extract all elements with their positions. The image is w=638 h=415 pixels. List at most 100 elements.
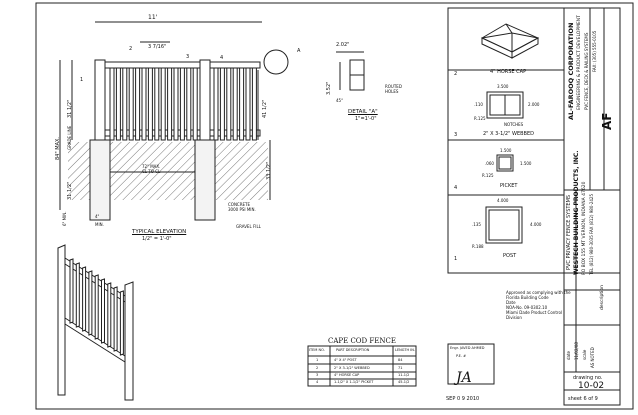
engineer-stamp: SEP 0 9 2010 [446, 396, 480, 402]
part-3-note: NOTCHES [504, 122, 524, 127]
sheet-no: sheet 6 of 9 [568, 396, 598, 402]
date-label: date [566, 350, 571, 360]
company-address: PVC FENCE, DECK & RAILING SYSTEMS [584, 32, 589, 110]
callout-3: 3 [186, 54, 190, 60]
part-4-name: PICKET [500, 183, 518, 189]
picket [128, 67, 134, 141]
typical-elevation [59, 21, 289, 221]
picket [226, 67, 232, 141]
detail-a-d1: 2.02" [336, 42, 350, 48]
client-name: WESTECH BUILDING PRODUCTS, INC. [573, 150, 580, 275]
dim-post-height: 31 1/2" [67, 99, 73, 118]
detail-a-scale: 1"=1'-0" [355, 116, 377, 122]
iso-picket [94, 274, 99, 340]
part-3-name: 2" X 3-1/2" WEBBED [483, 131, 534, 137]
bom-cell: 2 [316, 366, 319, 370]
part-2-name: 4" HORSE CAP [490, 69, 527, 75]
label-gravel: GRAVEL FILL [236, 224, 261, 229]
part-3-dim-3: .110 [474, 102, 483, 107]
part-1-dim-4: R.188 [472, 244, 484, 249]
webbed-rail-drawing [486, 91, 524, 119]
approval-line-6: Division [506, 315, 522, 320]
client-tel: TEL (812) 980-3035 FAX (812) 980-2425 [589, 194, 594, 275]
drawing-no-label: drawing no. [573, 375, 603, 381]
part-1-dim-3: 4.000 [530, 222, 542, 227]
dim-picket-spacing: 3 7/16" [148, 44, 167, 50]
callout-4: 4 [220, 55, 224, 61]
bom-cell: 2" X 3-1/2" WEBBED [334, 366, 370, 370]
approval-line-5: Miami Dade Product Control [506, 310, 563, 315]
picket [147, 67, 153, 141]
picket [154, 67, 160, 141]
part-1-dim-1: 4.000 [497, 198, 509, 203]
dim-embed: 31 1/2" [67, 181, 73, 200]
part-4-num: 4 [454, 185, 458, 191]
picket [167, 67, 173, 141]
company-fax: FAX: (305) 555-0105 [592, 30, 597, 72]
label-grade-line: GRADE LINE [67, 125, 72, 150]
bom-cell: 4" X 4" POST [334, 358, 357, 362]
approval-line-4: NOA-No. 09-0302.10 [506, 305, 548, 310]
scale-value: AS NOTED [590, 347, 595, 368]
label-concrete: CONCRETE 3000 PSI MIN. [228, 202, 256, 212]
picket [115, 67, 121, 141]
engineer-name: Engr. JAVED AHMED [450, 346, 485, 350]
dim-cl-to-cl: 72" MAX. CL TO CL [142, 164, 161, 174]
part-3-dim-2: 2.000 [528, 102, 540, 107]
iso-picket [101, 278, 105, 344]
picket [192, 67, 198, 141]
picket [251, 67, 257, 141]
picket [135, 67, 141, 141]
picket-drawing [496, 154, 514, 172]
part-3-num: 3 [454, 132, 458, 138]
bom-header-length: LENGTH IN. [395, 348, 416, 352]
engineer-lic: P.E. # [456, 354, 467, 358]
picket [245, 67, 251, 141]
horse-cap-drawing [480, 23, 540, 59]
picket [186, 67, 192, 141]
picket [232, 67, 238, 141]
scale-label: scale [582, 349, 587, 360]
picket [219, 67, 225, 141]
picket [141, 67, 147, 141]
detail-a-d3: 45° [336, 98, 344, 103]
approval-line-3: Date [506, 300, 516, 305]
part-1-num: 1 [454, 256, 458, 262]
iso-picket [88, 270, 93, 336]
approval-line-2: Florida Building Code [506, 295, 549, 300]
picket [213, 67, 219, 141]
bom-header-desc: PART DESCRIPTION [336, 348, 370, 352]
part-3-dim-4: R.125 [474, 116, 486, 121]
client-address: PO BOX 155 MT VERNON, INDIANA 47620 [582, 181, 587, 275]
date-value: 11/02/08 [574, 342, 579, 360]
iso-picket [69, 258, 74, 324]
bom-cell: 1-1/2" X 1-1/2" PICKET [334, 380, 374, 384]
bom-header-item: ITEM NO. [309, 348, 325, 352]
bom-cell: 3 [316, 373, 319, 377]
elevation-title: TYPICAL ELEVATION [132, 229, 187, 235]
dim-min: 6" MIN. [62, 211, 67, 226]
picket [173, 67, 179, 141]
iso-picket [82, 266, 87, 332]
dim-side-height: 41 1/2" [262, 99, 268, 118]
iso-picket [107, 282, 112, 348]
company-division: ENGINEERING & PRODUCT DEVELOPMENT [577, 15, 582, 110]
picket [239, 67, 245, 141]
iso-picket [113, 286, 118, 352]
picket [122, 67, 128, 141]
part-4-dim-1: 1.500 [500, 148, 512, 153]
part-4-dim-3: 1.500 [520, 161, 532, 166]
detail-a-title: DETAIL "A" [348, 109, 378, 115]
elevation-scale: 1/2" = 1'-0" [142, 236, 172, 242]
dim-overall-width: 11' [148, 14, 158, 21]
part-4-dim-4: R.125 [482, 173, 494, 178]
bom-cell: 84 [398, 358, 403, 362]
detail-a-letter: A [297, 48, 301, 54]
part-1-name: POST [503, 253, 517, 259]
engineer-signature: JA [456, 370, 472, 386]
iso-picket [75, 262, 80, 328]
dim-bottom-min: MIN. [95, 222, 104, 227]
bom-cell: 45-1/2 [398, 380, 410, 384]
picket [160, 67, 166, 141]
